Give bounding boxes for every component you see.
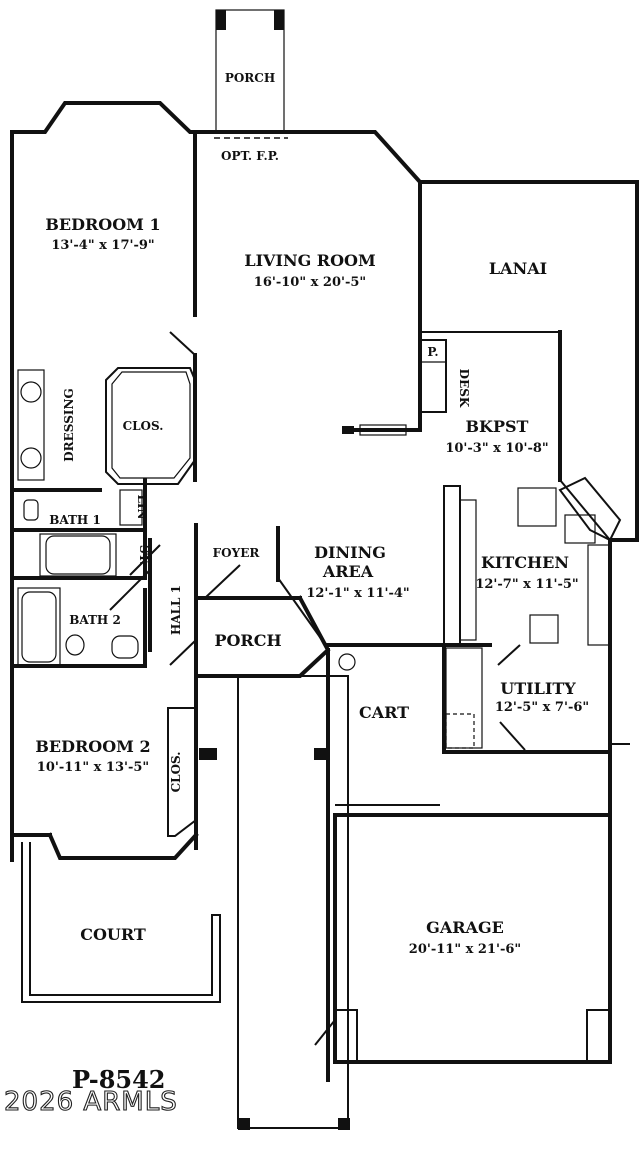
garage-size: 20'-11" x 21'-6" xyxy=(409,942,521,957)
closet1-label: CLOS. xyxy=(123,419,164,433)
kitchen-name: KITCHEN xyxy=(481,553,569,572)
court-label: COURT xyxy=(80,925,146,944)
utility-size: 12'-5" x 7'-6" xyxy=(495,700,589,715)
pantry-label: P. xyxy=(427,345,438,359)
storage-label: ST. xyxy=(137,545,151,565)
kitchen-size: 12'-7" x 11'-5" xyxy=(475,577,578,592)
bedroom1-name: BEDROOM 1 xyxy=(45,215,160,234)
dining-size: 12'-1" x 11'-4" xyxy=(306,586,409,601)
hall1-label: HALL 1 xyxy=(169,585,183,635)
desk-label: DESK xyxy=(457,369,471,408)
cart-label: CART xyxy=(359,703,409,722)
bkpst-size: 10'-3" x 10'-8" xyxy=(445,441,548,456)
garage-name: GARAGE xyxy=(426,918,504,937)
foyer-label: FOYER xyxy=(213,546,261,560)
bedroom1-size: 13'-4" x 17'-9" xyxy=(51,238,154,253)
bkpst-name: BKPST xyxy=(466,417,529,436)
living-room-size: 16'-10" x 20'-5" xyxy=(254,275,366,290)
bath1-label: BATH 1 xyxy=(49,513,101,527)
walls xyxy=(10,9,639,1130)
linen-label: LIN xyxy=(135,494,149,519)
closet2-label: CLOS. xyxy=(169,752,183,793)
bath2-label: BATH 2 xyxy=(69,613,121,627)
lanai-label: LANAI xyxy=(489,259,547,278)
entry-porch-label: PORCH xyxy=(214,631,281,650)
utility-name: UTILITY xyxy=(500,679,576,698)
bedroom2-name: BEDROOM 2 xyxy=(35,737,150,756)
living-room-name: LIVING ROOM xyxy=(244,251,375,270)
bedroom2-size: 10'-11" x 13'-5" xyxy=(37,760,149,775)
opt-fp-label: OPT. F.P. xyxy=(221,149,279,163)
dining-name-line2: AREA xyxy=(322,562,374,581)
dining-name-line1: DINING xyxy=(314,543,386,562)
watermark: 2026 ARMLS xyxy=(4,1087,178,1117)
front-porch-label: PORCH xyxy=(225,71,275,85)
dressing-label: DRESSING xyxy=(62,388,76,461)
plan-id: P-8542 xyxy=(72,1065,166,1094)
